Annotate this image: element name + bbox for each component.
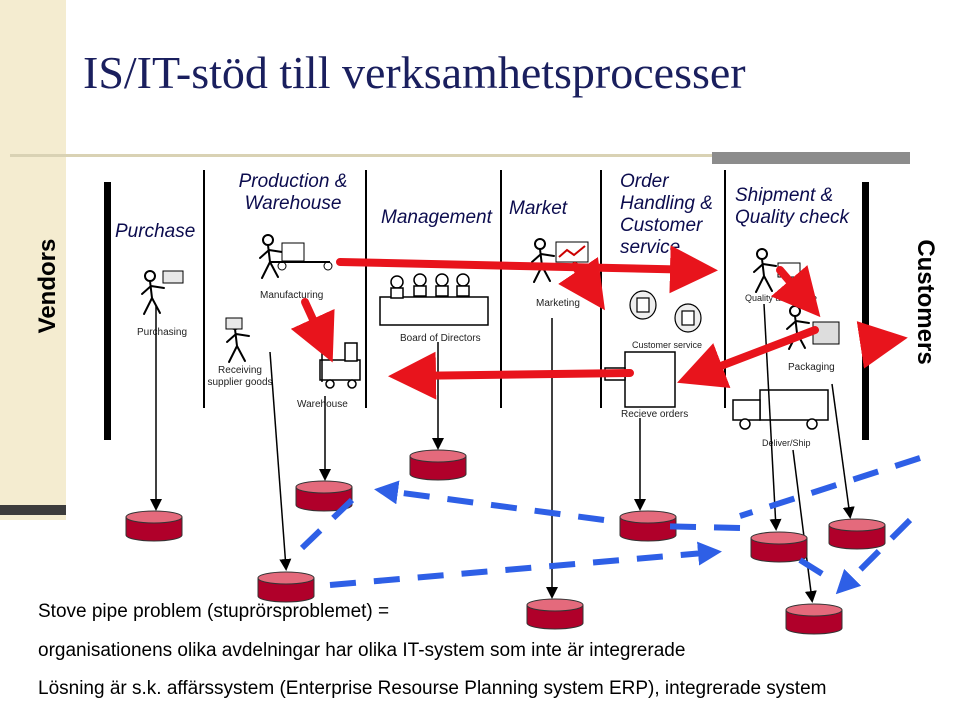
database-market-icon xyxy=(526,598,584,630)
activity-purchasing: Purchasing xyxy=(137,327,188,338)
activity-deliver: Deliver/Ship xyxy=(762,438,811,448)
manufacturing-figure-icon xyxy=(259,234,333,279)
dept-heading-order-handling: Order Handling & Customer service xyxy=(620,171,713,258)
separator-bar xyxy=(203,170,205,408)
activity-marketing: Marketing xyxy=(536,298,580,309)
separator-bar xyxy=(500,170,502,408)
black-arrows xyxy=(150,303,855,603)
activity-customer-service: Customer service xyxy=(632,340,703,350)
title-rule-accent xyxy=(712,152,910,164)
title-rule xyxy=(10,154,712,157)
activity-packaging: Packaging xyxy=(788,362,835,373)
database-management-icon xyxy=(409,449,467,481)
dept-heading-management: Management xyxy=(381,207,492,228)
activity-manufacturing: Manufacturing xyxy=(260,290,324,301)
left-band xyxy=(0,0,66,520)
receiving-figure-icon xyxy=(225,317,250,363)
database-shipping-icon xyxy=(785,603,843,635)
caption-explanation: organisationens olika avdelningar har ol… xyxy=(38,640,686,661)
database-quality-icon xyxy=(750,531,808,563)
page-title: IS/IT-stöd till verksamhetsprocesser xyxy=(83,47,746,98)
separator-bar xyxy=(724,170,726,408)
caption-problem: Stove pipe problem (stuprörsproblemet) = xyxy=(38,601,390,622)
delivery-truck-icon xyxy=(732,389,829,430)
purchasing-figure-icon xyxy=(141,270,184,315)
database-purchase-icon xyxy=(125,510,183,542)
separator-bar xyxy=(104,182,111,440)
order-desk-icon xyxy=(604,351,676,408)
left-band-edge xyxy=(0,505,66,515)
separator-bar xyxy=(365,170,367,408)
activity-board: Board of Directors xyxy=(400,333,481,344)
database-orders-icon xyxy=(619,510,677,542)
separator-bar xyxy=(862,182,869,440)
database-production-icon xyxy=(257,571,315,603)
dept-heading-purchase: Purchase xyxy=(115,221,196,242)
activity-warehouse: Warehouse xyxy=(297,399,348,410)
red-flow-arrows xyxy=(290,245,908,400)
blue-integration-arrows xyxy=(299,455,921,595)
dept-heading-shipment: Shipment & Quality check xyxy=(735,185,850,228)
phone-icon xyxy=(629,290,702,333)
activity-receiving: Receiving supplier goods xyxy=(207,365,273,388)
board-table-icon xyxy=(379,273,489,326)
dept-heading-production: Production & Warehouse xyxy=(238,171,348,214)
caption-solution: Lösning är s.k. affärssystem (Enterprise… xyxy=(38,678,827,699)
database-packaging-icon xyxy=(828,518,886,550)
activity-receive-orders: Recieve orders xyxy=(621,409,689,420)
dept-heading-market: Market xyxy=(509,198,568,219)
